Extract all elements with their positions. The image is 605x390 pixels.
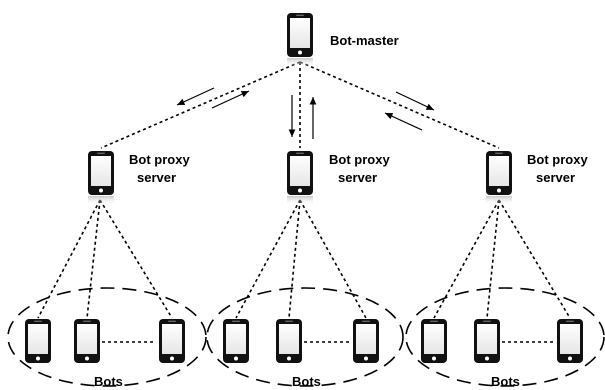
arrow-icon — [384, 112, 423, 131]
arrow-icon — [395, 91, 435, 111]
smartphone-icon — [287, 13, 313, 57]
proxy-label-line1: Bot proxy — [527, 152, 588, 167]
proxy-label-line2: server — [137, 170, 176, 185]
proxy-node-3: Bot proxy server — [486, 151, 588, 205]
bots-label: Bots — [292, 374, 321, 389]
bot-group-1 — [7, 287, 207, 387]
smartphone-icon — [74, 319, 100, 363]
smartphone-icon — [421, 319, 447, 363]
smartphone-icon — [223, 319, 249, 363]
bot-group-2-devices: Bots — [223, 319, 379, 389]
bots-label: Bots — [491, 374, 520, 389]
traffic-arrows — [176, 87, 435, 139]
smartphone-icon — [159, 319, 185, 363]
smartphone-icon — [287, 151, 313, 195]
smartphone-icon — [353, 319, 379, 363]
smartphone-icon — [486, 151, 512, 195]
proxy-node-2: Bot proxy server — [287, 151, 390, 205]
proxy-label-line1: Bot proxy — [329, 152, 390, 167]
bot-group-3 — [405, 287, 605, 387]
link-master-proxy-1 — [100, 61, 301, 149]
proxy-node-1: Bot proxy server — [88, 151, 190, 205]
proxy-label-line2: server — [536, 170, 575, 185]
bot-group-1-devices: Bots — [25, 319, 185, 389]
proxy-bot-links — [37, 199, 571, 319]
bots-label: Bots — [94, 374, 123, 389]
bot-group-3-devices: Bots — [421, 319, 583, 389]
bot-master-node: Bot-master — [287, 13, 399, 67]
smartphone-icon — [88, 151, 114, 195]
bot-group-2 — [206, 287, 404, 387]
master-links — [100, 61, 500, 149]
proxy-label-line1: Bot proxy — [129, 152, 190, 167]
bot-master-label: Bot-master — [330, 33, 399, 48]
arrow-icon — [176, 87, 215, 106]
smartphone-icon — [25, 319, 51, 363]
proxy-label-line2: server — [338, 170, 377, 185]
link-master-proxy-3 — [299, 61, 500, 149]
smartphone-icon — [557, 319, 583, 363]
smartphone-icon — [474, 319, 500, 363]
bot-groups — [7, 287, 605, 387]
arrow-icon — [211, 90, 250, 109]
smartphone-icon — [276, 319, 302, 363]
